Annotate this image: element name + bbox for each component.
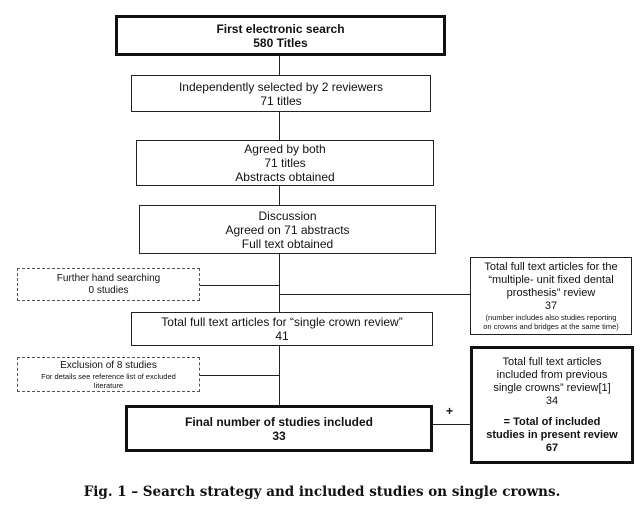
previous-review-line2: included from previous (496, 368, 608, 381)
single-crown-box: Total full text articles for “single cro… (131, 312, 433, 346)
hand-search-count: 0 studies (88, 284, 129, 296)
connector-final-to-total (433, 424, 470, 425)
total-included-label-2: studies in present review (486, 428, 618, 441)
hand-search-label: Further hand searching (56, 272, 161, 284)
previous-review-line3: single crowns” review[1] (493, 381, 611, 394)
total-included-label: = Total of included (503, 415, 601, 428)
exclusion-detail: For details see reference list of exclud… (41, 371, 176, 381)
agreed-label: Agreed by both (244, 142, 326, 156)
discussion-fulltext: Full text obtained (241, 236, 334, 251)
selected-label: Independently selected by 2 reviewers (178, 79, 384, 94)
previous-review-count: 34 (545, 394, 559, 407)
final-label: Final number of studies included (184, 414, 373, 429)
exclusion-label: Exclusion of 8 studies (60, 359, 157, 371)
exclusion-detail-2: literature (93, 380, 124, 390)
selected-count: 71 titles (260, 93, 302, 108)
previous-review-line1: Total full text articles (502, 355, 602, 368)
previous-review-box: Total full text articles included from p… (470, 346, 634, 464)
fdp-review-note2: on crowns and bridges at the same time) (483, 322, 619, 331)
agreed-count: 71 titles (264, 156, 306, 170)
discussion-label: Discussion (258, 208, 317, 223)
first-search-count: 580 Titles (253, 35, 308, 50)
discussion-agreed: Agreed on 71 abstracts (225, 222, 350, 237)
single-crown-count: 41 (275, 329, 289, 343)
exclusion-box: Exclusion of 8 studies For details see r… (17, 357, 200, 392)
first-search-label: First electronic search (216, 21, 345, 36)
fdp-review-line3: prosthesis” review (506, 287, 596, 299)
fdp-review-line2: “multiple- unit fixed dental (488, 274, 614, 286)
single-crown-label: Total full text articles for “single cro… (161, 315, 403, 329)
final-box: Final number of studies included 33 (125, 405, 433, 452)
connector-exclusion (200, 375, 279, 376)
hand-search-box: Further hand searching 0 studies (17, 268, 200, 301)
total-included-count: 67 (545, 441, 559, 454)
fdp-review-count: 37 (544, 300, 558, 312)
discussion-box: Discussion Agreed on 71 abstracts Full t… (139, 205, 436, 254)
agreed-note: Abstracts obtained (235, 170, 335, 184)
plus-sign: + (446, 404, 454, 418)
fdp-review-box: Total full text articles for the “multip… (470, 257, 632, 335)
connector-fdp-review (280, 294, 470, 295)
figure-caption: Fig. 1 – Search strategy and included st… (83, 484, 561, 500)
final-count: 33 (272, 428, 286, 443)
fdp-review-note1: (number includes also studies reporting (485, 313, 617, 322)
fdp-review-line1: Total full text articles for the (484, 261, 618, 273)
agreed-box: Agreed by both 71 titles Abstracts obtai… (136, 140, 434, 186)
first-search-box: First electronic search 580 Titles (115, 15, 446, 56)
connector-hand-search (200, 285, 279, 286)
selected-box: Independently selected by 2 reviewers 71… (131, 75, 431, 112)
